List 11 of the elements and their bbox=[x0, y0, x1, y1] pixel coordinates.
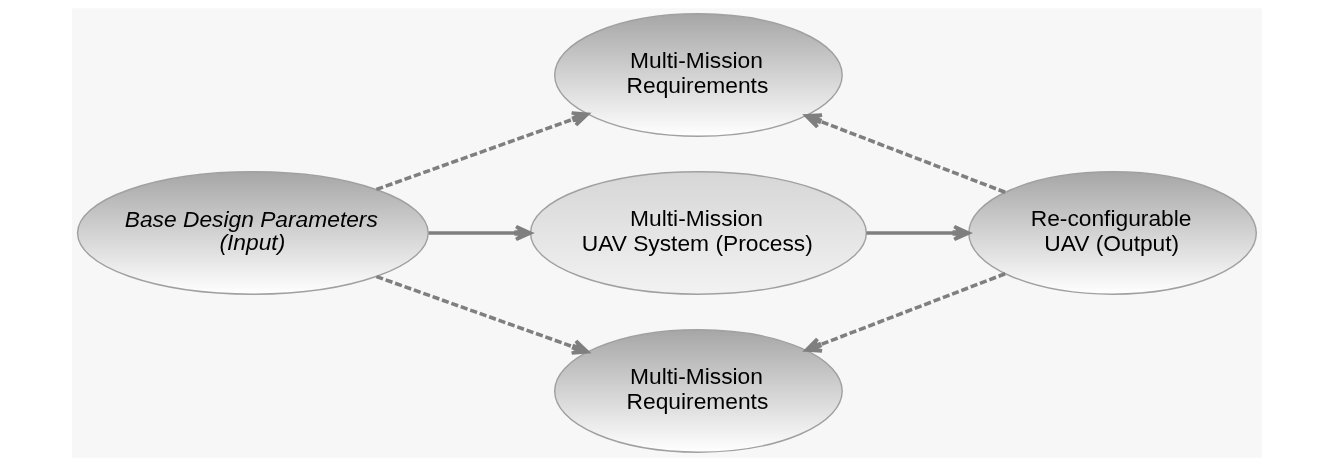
node-ellipse: Multi-Mission Requirements bbox=[554, 13, 843, 137]
arrow bbox=[428, 224, 533, 242]
arrow bbox=[804, 272, 1006, 353]
node-ellipse: Multi-Mission Requirements bbox=[554, 329, 843, 453]
arrow bbox=[804, 113, 1006, 194]
node-ellipse: Multi-Mission UAV System (Process) bbox=[529, 171, 868, 295]
arrow bbox=[375, 274, 590, 355]
node-ellipse: Base Design Parameters (Input) bbox=[76, 171, 429, 295]
arrow bbox=[375, 111, 590, 192]
arrow bbox=[866, 224, 971, 242]
node-ellipse: Re-configurable UAV (Output) bbox=[968, 171, 1257, 295]
